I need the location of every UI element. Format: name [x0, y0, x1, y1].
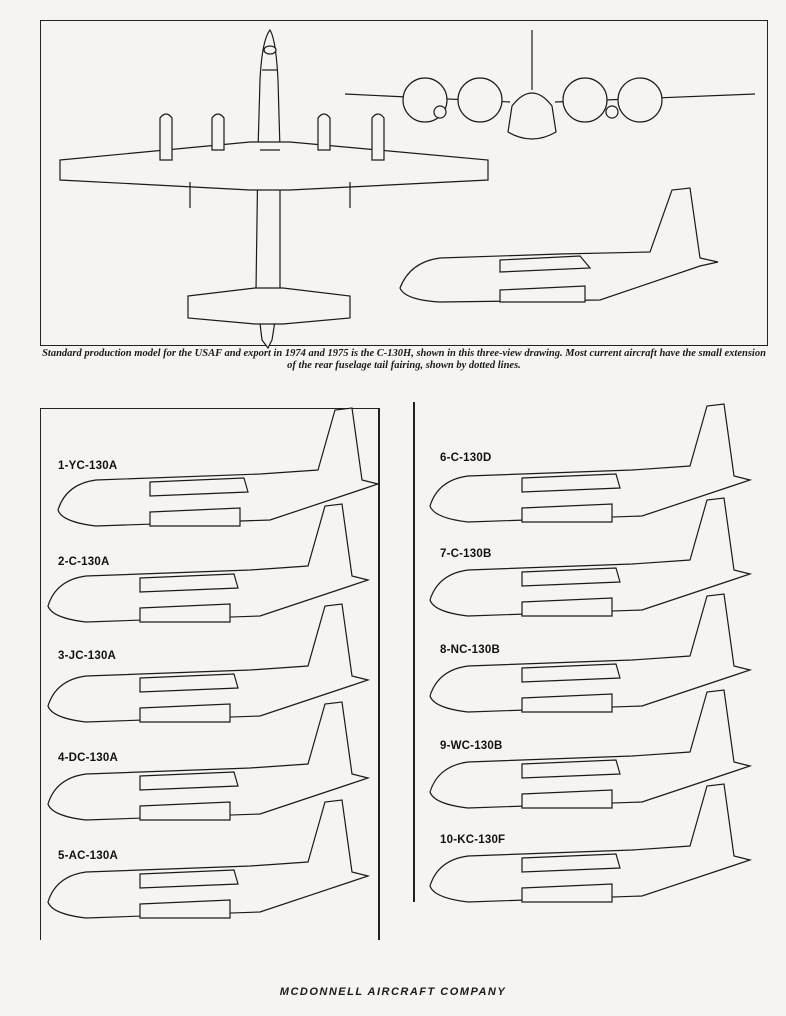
- variant-label: 10-KC-130F: [440, 834, 506, 846]
- variant-label: 8-NC-130B: [440, 644, 500, 656]
- panel-divider: [378, 408, 380, 940]
- variant-label: 1-YC-130A: [58, 460, 118, 472]
- variant-label: 4-DC-130A: [58, 752, 118, 764]
- variant-label: 5-AC-130A: [58, 850, 118, 862]
- front-view-drawing: [344, 30, 756, 140]
- figure-caption: Standard production model for the USAF a…: [42, 348, 766, 371]
- left-variants-panel: [40, 408, 380, 940]
- variant-label: 6-C-130D: [440, 452, 492, 464]
- company-footer: MCDONNELL AIRCRAFT COMPANY: [279, 986, 507, 998]
- variant-label: 2-C-130A: [58, 556, 110, 568]
- variant-aircraft-left: [47, 407, 381, 919]
- variant-label: 3-JC-130A: [58, 650, 117, 662]
- variant-label: 7-C-130B: [440, 548, 492, 560]
- three-view-panel: [40, 20, 768, 346]
- top-view-drawing: [59, 28, 489, 350]
- side-view-drawing: [399, 187, 719, 303]
- variant-aircraft-right: [429, 403, 753, 903]
- panel-divider: [413, 402, 415, 902]
- variant-label: 9-WC-130B: [440, 740, 503, 752]
